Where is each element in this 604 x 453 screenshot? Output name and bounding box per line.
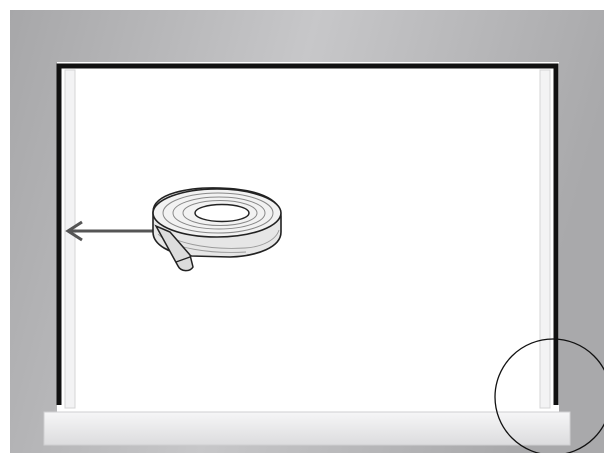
- right-jamb-edge: [539, 69, 551, 409]
- weatherstrip-seal: [56, 63, 559, 405]
- callout-circle: [494, 338, 604, 453]
- door-opening: [57, 62, 559, 416]
- arrow-left-icon: [65, 220, 154, 242]
- left-jamb-edge: [64, 69, 76, 409]
- weatherstrip-roll-icon: [152, 187, 282, 272]
- door-sill: [43, 411, 571, 446]
